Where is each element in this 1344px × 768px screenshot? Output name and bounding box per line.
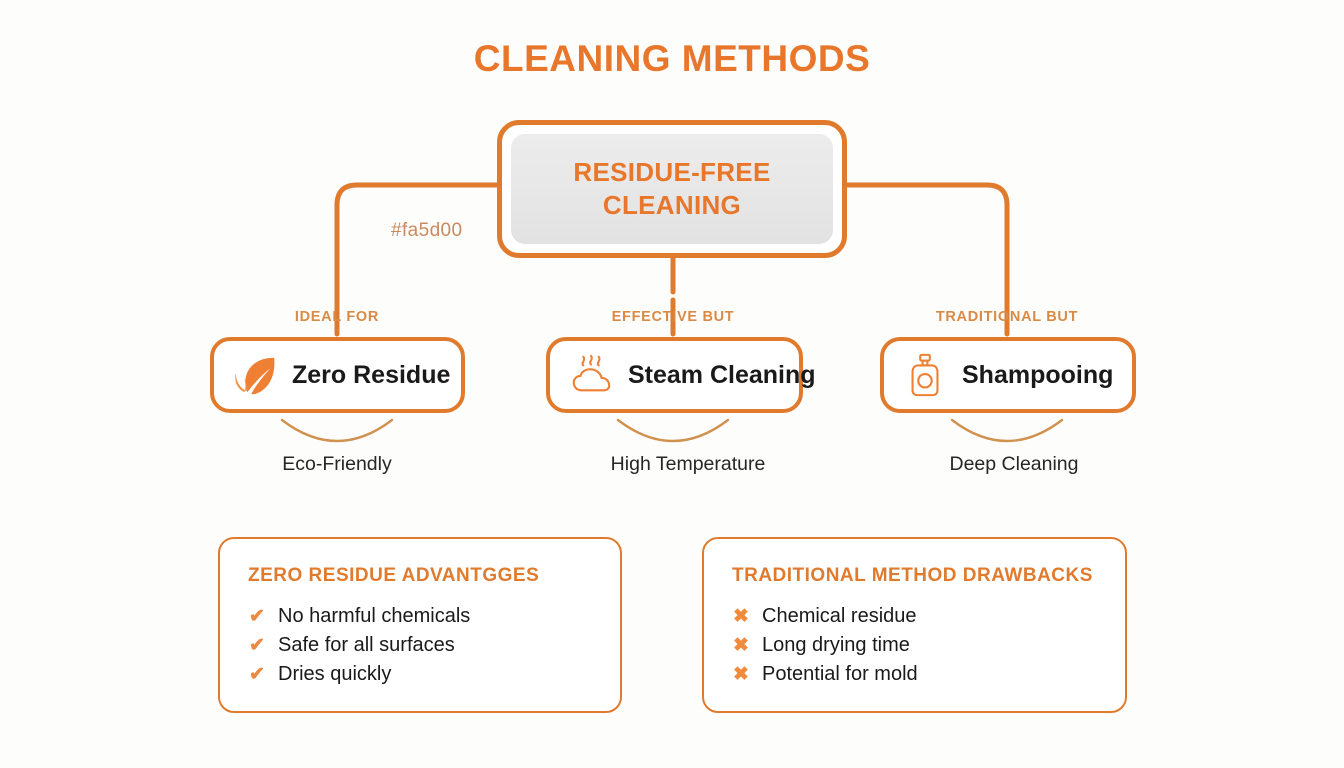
list-item: ✔ Safe for all surfaces: [248, 634, 592, 657]
list-item: ✖ Potential for mold: [732, 663, 1097, 686]
sub-caption-eco-friendly: Eco-Friendly: [282, 453, 392, 475]
list-item-label: Dries quickly: [278, 663, 392, 685]
list-item: ✔ Dries quickly: [248, 663, 592, 686]
branch-caption-3: TRADITIONAL BUT: [935, 309, 1079, 325]
advantages-list: ✔ No harmful chemicals ✔ Safe for all su…: [248, 605, 592, 686]
check-icon: ✔: [249, 635, 265, 656]
cross-icon: ✖: [733, 664, 749, 685]
leaf-icon: [235, 357, 275, 395]
page-title: CLEANING METHODS: [473, 38, 871, 79]
list-item-label: Chemical residue: [762, 605, 917, 627]
drawbacks-list: ✖ Chemical residue ✖ Long drying time ✖ …: [732, 605, 1097, 686]
method-label-steam-cleaning: Steam Cleaning: [628, 360, 816, 389]
check-icon: ✔: [249, 664, 265, 685]
root-node[interactable]: RESIDUE-FREE CLEANING: [497, 120, 847, 258]
list-item-label: Safe for all surfaces: [278, 634, 455, 656]
check-icon: ✔: [249, 606, 265, 627]
shampoo-bottle-icon: [911, 353, 939, 397]
method-label-zero-residue: Zero Residue: [292, 360, 451, 389]
list-item: ✔ No harmful chemicals: [248, 605, 592, 628]
panel-zero-residue-advantages: ZERO RESIDUE ADVANTGGES ✔ No harmful che…: [218, 537, 622, 713]
panel-title-drawbacks: TRADITIONAL METHOD DRAWBACKS: [732, 565, 1093, 586]
list-item: ✖ Chemical residue: [732, 605, 1097, 628]
cross-icon: ✖: [733, 606, 749, 627]
method-node-zero-residue[interactable]: Zero Residue: [210, 337, 465, 413]
sub-caption-deep-cleaning: Deep Cleaning: [949, 453, 1079, 475]
steam-cloud-icon: [572, 354, 611, 392]
method-node-shampooing[interactable]: Shampooing: [880, 337, 1136, 413]
root-label-line-1: RESIDUE-FREE: [573, 156, 771, 187]
sub-caption-high-temperature: High Temperature: [610, 453, 766, 475]
method-label-shampooing: Shampooing: [962, 360, 1114, 389]
panel-title-advantages: ZERO RESIDUE ADVANTGGES: [248, 565, 540, 586]
branch-caption-1: IDEAL FOR: [294, 309, 380, 325]
list-item: ✖ Long drying time: [732, 634, 1097, 657]
root-label-line-2: CLEANING: [602, 190, 742, 220]
cross-icon: ✖: [733, 635, 749, 656]
method-node-steam-cleaning[interactable]: Steam Cleaning: [546, 337, 816, 413]
root-node-fill: RESIDUE-FREE CLEANING: [511, 134, 833, 244]
root-node-label: RESIDUE-FREE CLEANING: [573, 156, 770, 223]
branch-caption-2: EFFECTIVE BUT: [611, 309, 735, 325]
accent-hex-label: #fa5d00: [391, 220, 463, 241]
panel-traditional-method-drawbacks: TRADITIONAL METHOD DRAWBACKS ✖ Chemical …: [702, 537, 1127, 713]
list-item-label: Potential for mold: [762, 663, 918, 685]
list-item-label: Long drying time: [762, 634, 910, 656]
list-item-label: No harmful chemicals: [278, 605, 471, 627]
